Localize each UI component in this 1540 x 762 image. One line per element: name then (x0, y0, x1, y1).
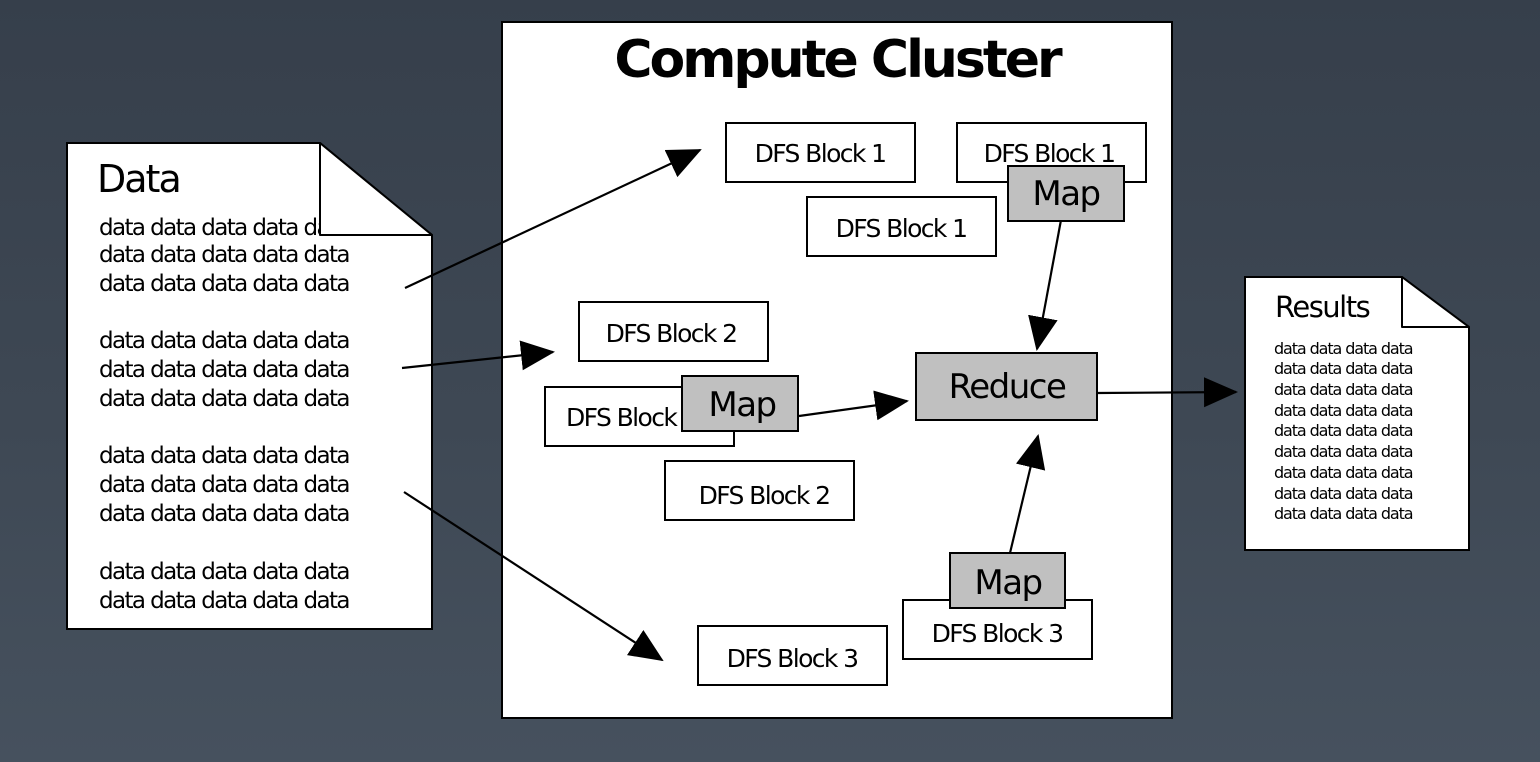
data-document-title: Data (97, 157, 180, 201)
data-document: Data data data data data data data data … (66, 142, 433, 630)
map-process-3: Map (949, 552, 1066, 609)
dfs-block-label: DFS Block 1 (755, 139, 886, 168)
data-line: data data data data data (99, 559, 349, 585)
flow-arrows (401, 149, 1238, 662)
dfs-block-2-replica-a: DFS Block 2 (578, 301, 769, 362)
data-line: data data data data data (99, 242, 349, 268)
data-line: data data data data data (99, 328, 349, 354)
arrow-data-to-block-1 (404, 149, 702, 289)
map-label: Map (1032, 174, 1099, 214)
arrow-data-to-block-3 (403, 491, 664, 662)
results-line: data data data data (1274, 380, 1413, 399)
data-line: data data data data data (99, 386, 349, 412)
dfs-block-label: DFS Block 2 (606, 319, 737, 348)
data-line: data data data data data (99, 215, 349, 241)
results-line: data data data data (1274, 401, 1413, 420)
results-document: Results data data data data data data da… (1244, 276, 1470, 551)
map-process-2: Map (681, 375, 799, 432)
dfs-block-3-replica-b: DFS Block 3 (902, 599, 1093, 660)
results-document-page (1244, 276, 1470, 551)
arrow-map-1-to-reduce (1028, 219, 1063, 351)
results-line: data data data data (1274, 339, 1413, 358)
arrow-map-3-to-reduce (1008, 434, 1046, 554)
dfs-block-3-replica-a: DFS Block 3 (697, 625, 888, 686)
dfs-block-1-replica-a: DFS Block 1 (725, 122, 916, 183)
dfs-block-label: DFS Block 3 (727, 644, 858, 673)
map-label: Map (974, 563, 1041, 603)
reduce-label: Reduce (949, 367, 1066, 407)
data-line: data data data data data (99, 588, 349, 614)
dfs-block-label: DFS Block 2 (699, 481, 830, 510)
results-line: data data data data (1274, 484, 1413, 503)
results-line: data data data data (1274, 359, 1413, 378)
data-document-page (66, 142, 433, 630)
results-document-title: Results (1275, 290, 1370, 324)
data-line: data data data data data (99, 357, 349, 383)
dfs-block-label: DFS Block (566, 403, 678, 432)
dfs-block-2-replica-c: DFS Block 2 (664, 460, 855, 521)
dfs-block-1-replica-c: DFS Block 1 (806, 196, 997, 257)
dfs-block-label: DFS Block 1 (984, 139, 1115, 168)
map-label: Map (708, 385, 775, 425)
dfs-block-label: DFS Block 1 (836, 214, 967, 243)
results-line: data data data data (1274, 463, 1413, 482)
page-fold-icon (319, 142, 433, 236)
dfs-block-label: DFS Block 3 (932, 619, 1063, 648)
data-line: data data data data data (99, 443, 349, 469)
map-process-1: Map (1007, 165, 1125, 222)
arrow-map-2-to-reduce (798, 390, 909, 421)
results-line: data data data data (1274, 421, 1413, 440)
results-line: data data data data (1274, 442, 1413, 461)
page-fold-icon (1401, 276, 1470, 328)
results-line: data data data data (1274, 504, 1413, 523)
data-line: data data data data data (99, 501, 349, 527)
cluster-title: Compute Cluster (614, 30, 1063, 90)
arrow-data-to-block-2 (401, 340, 555, 371)
arrow-reduce-to-results (1097, 377, 1238, 408)
data-line: data data data data data (99, 271, 349, 297)
data-line: data data data data data (99, 472, 349, 498)
reduce-process: Reduce (915, 352, 1098, 421)
